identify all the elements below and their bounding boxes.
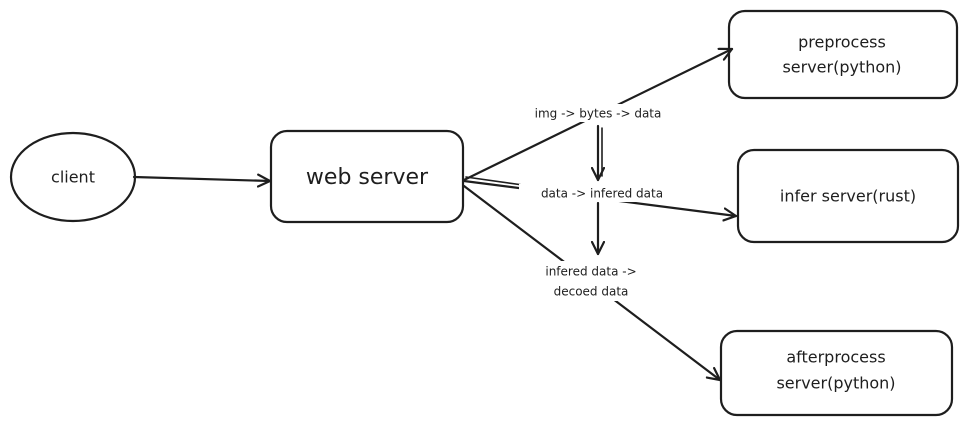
node-web-server: web server — [269, 129, 465, 224]
node-preprocess-server: preprocess server(python) — [727, 9, 959, 100]
afterprocess-server-shape — [719, 329, 954, 417]
infer-server-shape — [736, 148, 960, 244]
preprocess-server-shape — [727, 9, 959, 100]
preprocess-server-label-line1: preprocess — [798, 33, 886, 52]
preprocess-server-label-line2: server(python) — [782, 58, 901, 77]
web-server-shape — [269, 129, 465, 224]
afterprocess-server-label-line2: server(python) — [776, 374, 895, 393]
client-label: client — [51, 168, 95, 187]
web-server-label: web server — [306, 165, 429, 190]
client-shape — [9, 131, 137, 223]
node-afterprocess-server: afterprocess server(python) — [719, 329, 954, 417]
afterprocess-server-label-line1: afterprocess — [786, 348, 885, 367]
edge-label-infered-decoded: infered data -> decoed data — [524, 261, 658, 301]
node-infer-server: infer server(rust) — [736, 148, 960, 244]
arrow-client-to-web-server — [132, 177, 272, 181]
infer-server-label: infer server(rust) — [780, 187, 916, 206]
edge-label-infered-decoded-line2: decoed data — [554, 285, 629, 299]
edge-label-img-bytes-data-text: img -> bytes -> data — [535, 107, 662, 121]
edge-label-data-infered: data -> infered data — [519, 184, 685, 202]
node-client: client — [9, 131, 137, 223]
edge-label-data-infered-text: data -> infered data — [541, 187, 663, 201]
edge-label-infered-decoded-line1: infered data -> — [545, 265, 636, 279]
edge-label-img-bytes-data: img -> bytes -> data — [514, 104, 684, 122]
